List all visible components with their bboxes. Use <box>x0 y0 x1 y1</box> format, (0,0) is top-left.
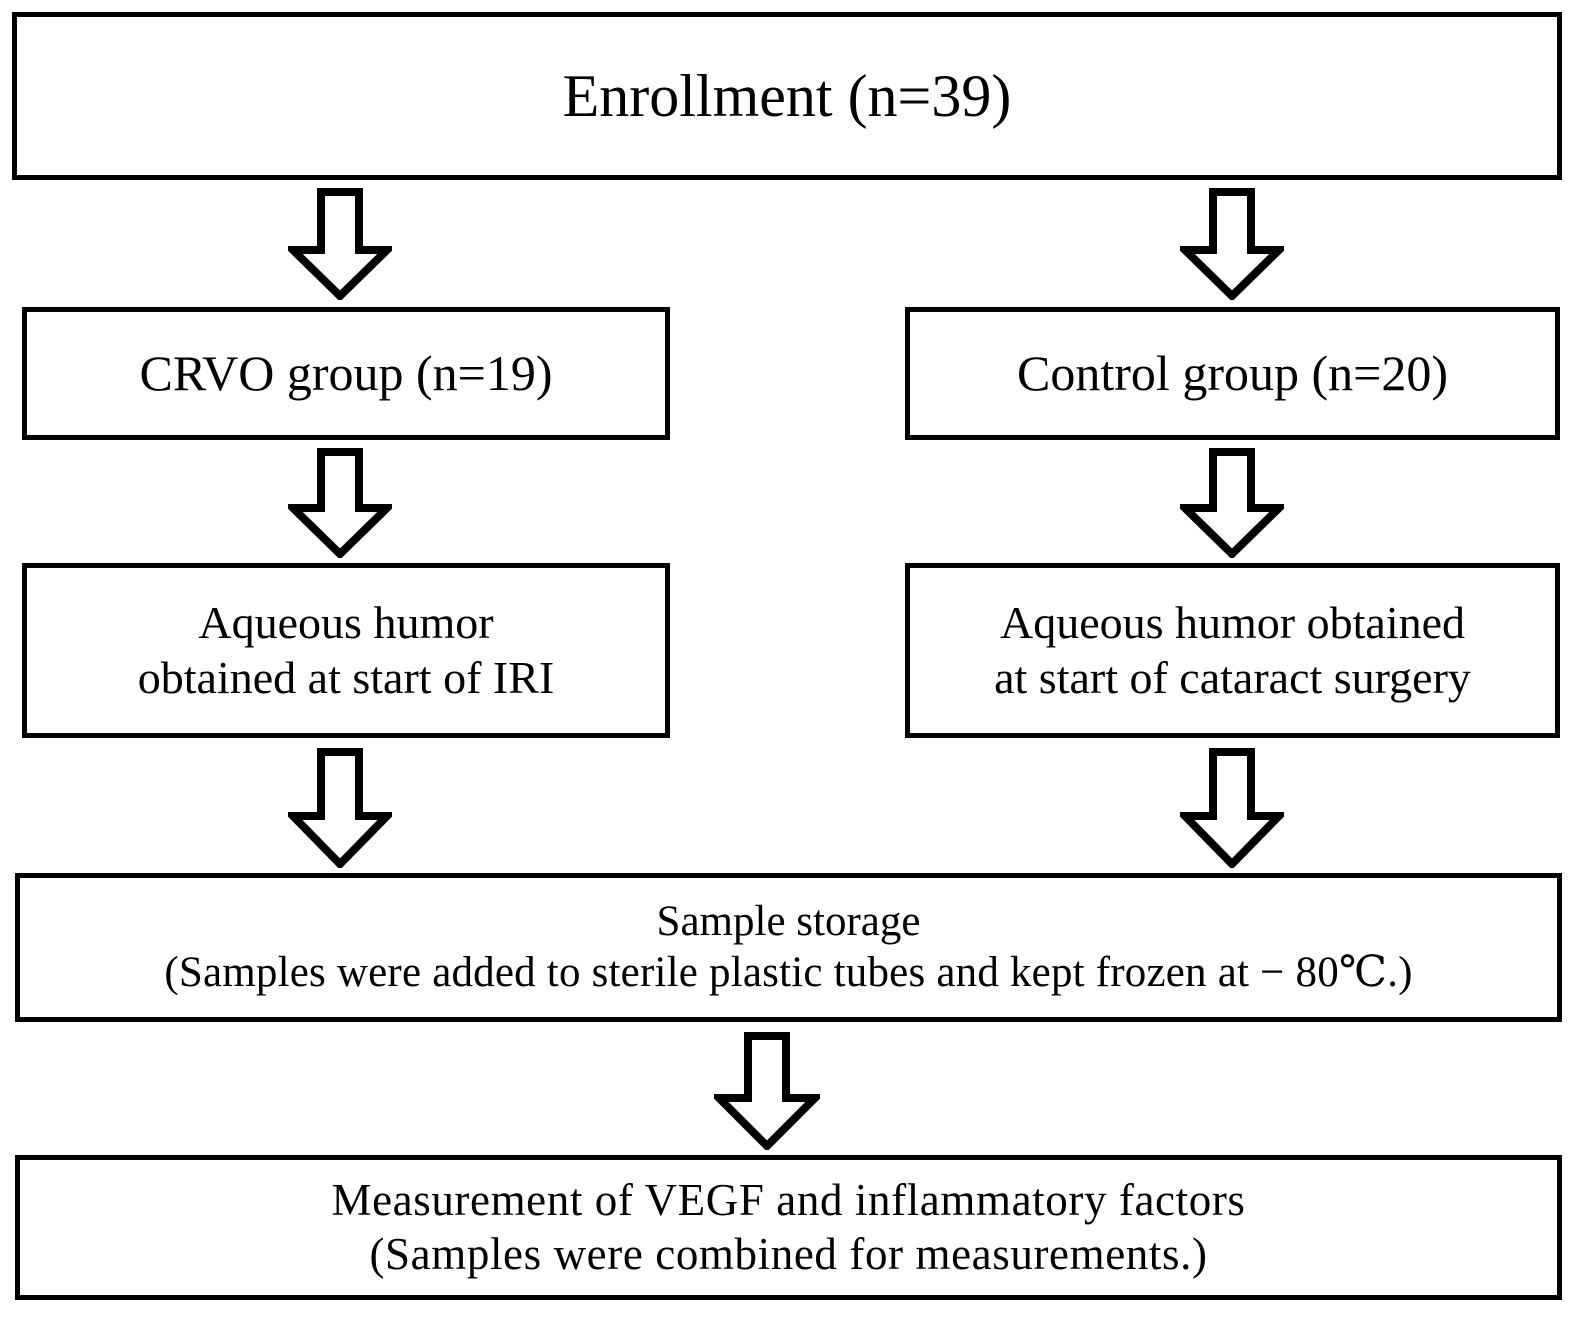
node-sample-storage: Sample storage (Samples were added to st… <box>15 873 1562 1022</box>
arrow-down-icon-aqueous-crvo-to-storage <box>288 748 392 868</box>
node-aqueous-humor-crvo-line2: obtained at start of IRI <box>137 651 555 703</box>
node-measurement-line1: Measurement of VEGF and inflammatory fac… <box>331 1175 1246 1226</box>
node-crvo-group: CRVO group (n=19) <box>22 307 670 440</box>
node-aqueous-humor-crvo-line1: Aqueous humor <box>198 597 494 649</box>
arrow-down-icon-storage-to-measurement <box>714 1032 820 1150</box>
node-aqueous-humor-control: Aqueous humor obtained at start of catar… <box>905 563 1560 738</box>
node-sample-storage-line2: (Samples were added to sterile plastic t… <box>164 948 1413 996</box>
arrow-down-icon-control-to-aqueous <box>1180 448 1284 558</box>
arrow-down-icon-enrollment-to-crvo <box>288 188 392 300</box>
arrow-down-icon-crvo-to-aqueous <box>288 448 392 558</box>
arrow-down-icon-aqueous-control-to-storage <box>1180 748 1284 868</box>
node-sample-storage-line1: Sample storage <box>656 897 921 945</box>
node-aqueous-humor-control-line1: Aqueous humor obtained <box>999 597 1466 649</box>
node-crvo-group-label: CRVO group (n=19) <box>139 345 553 401</box>
node-measurement: Measurement of VEGF and inflammatory fac… <box>15 1155 1562 1300</box>
node-aqueous-humor-control-line2: at start of cataract surgery <box>994 651 1471 703</box>
node-aqueous-humor-crvo: Aqueous humor obtained at start of IRI <box>22 563 670 738</box>
node-control-group: Control group (n=20) <box>905 307 1560 440</box>
node-enrollment-label: Enrollment (n=39) <box>562 62 1012 129</box>
arrow-down-icon-enrollment-to-control <box>1180 188 1284 300</box>
node-control-group-label: Control group (n=20) <box>1017 345 1448 401</box>
node-measurement-line2: (Samples were combined for measurements.… <box>369 1228 1208 1279</box>
node-enrollment: Enrollment (n=39) <box>12 12 1562 180</box>
